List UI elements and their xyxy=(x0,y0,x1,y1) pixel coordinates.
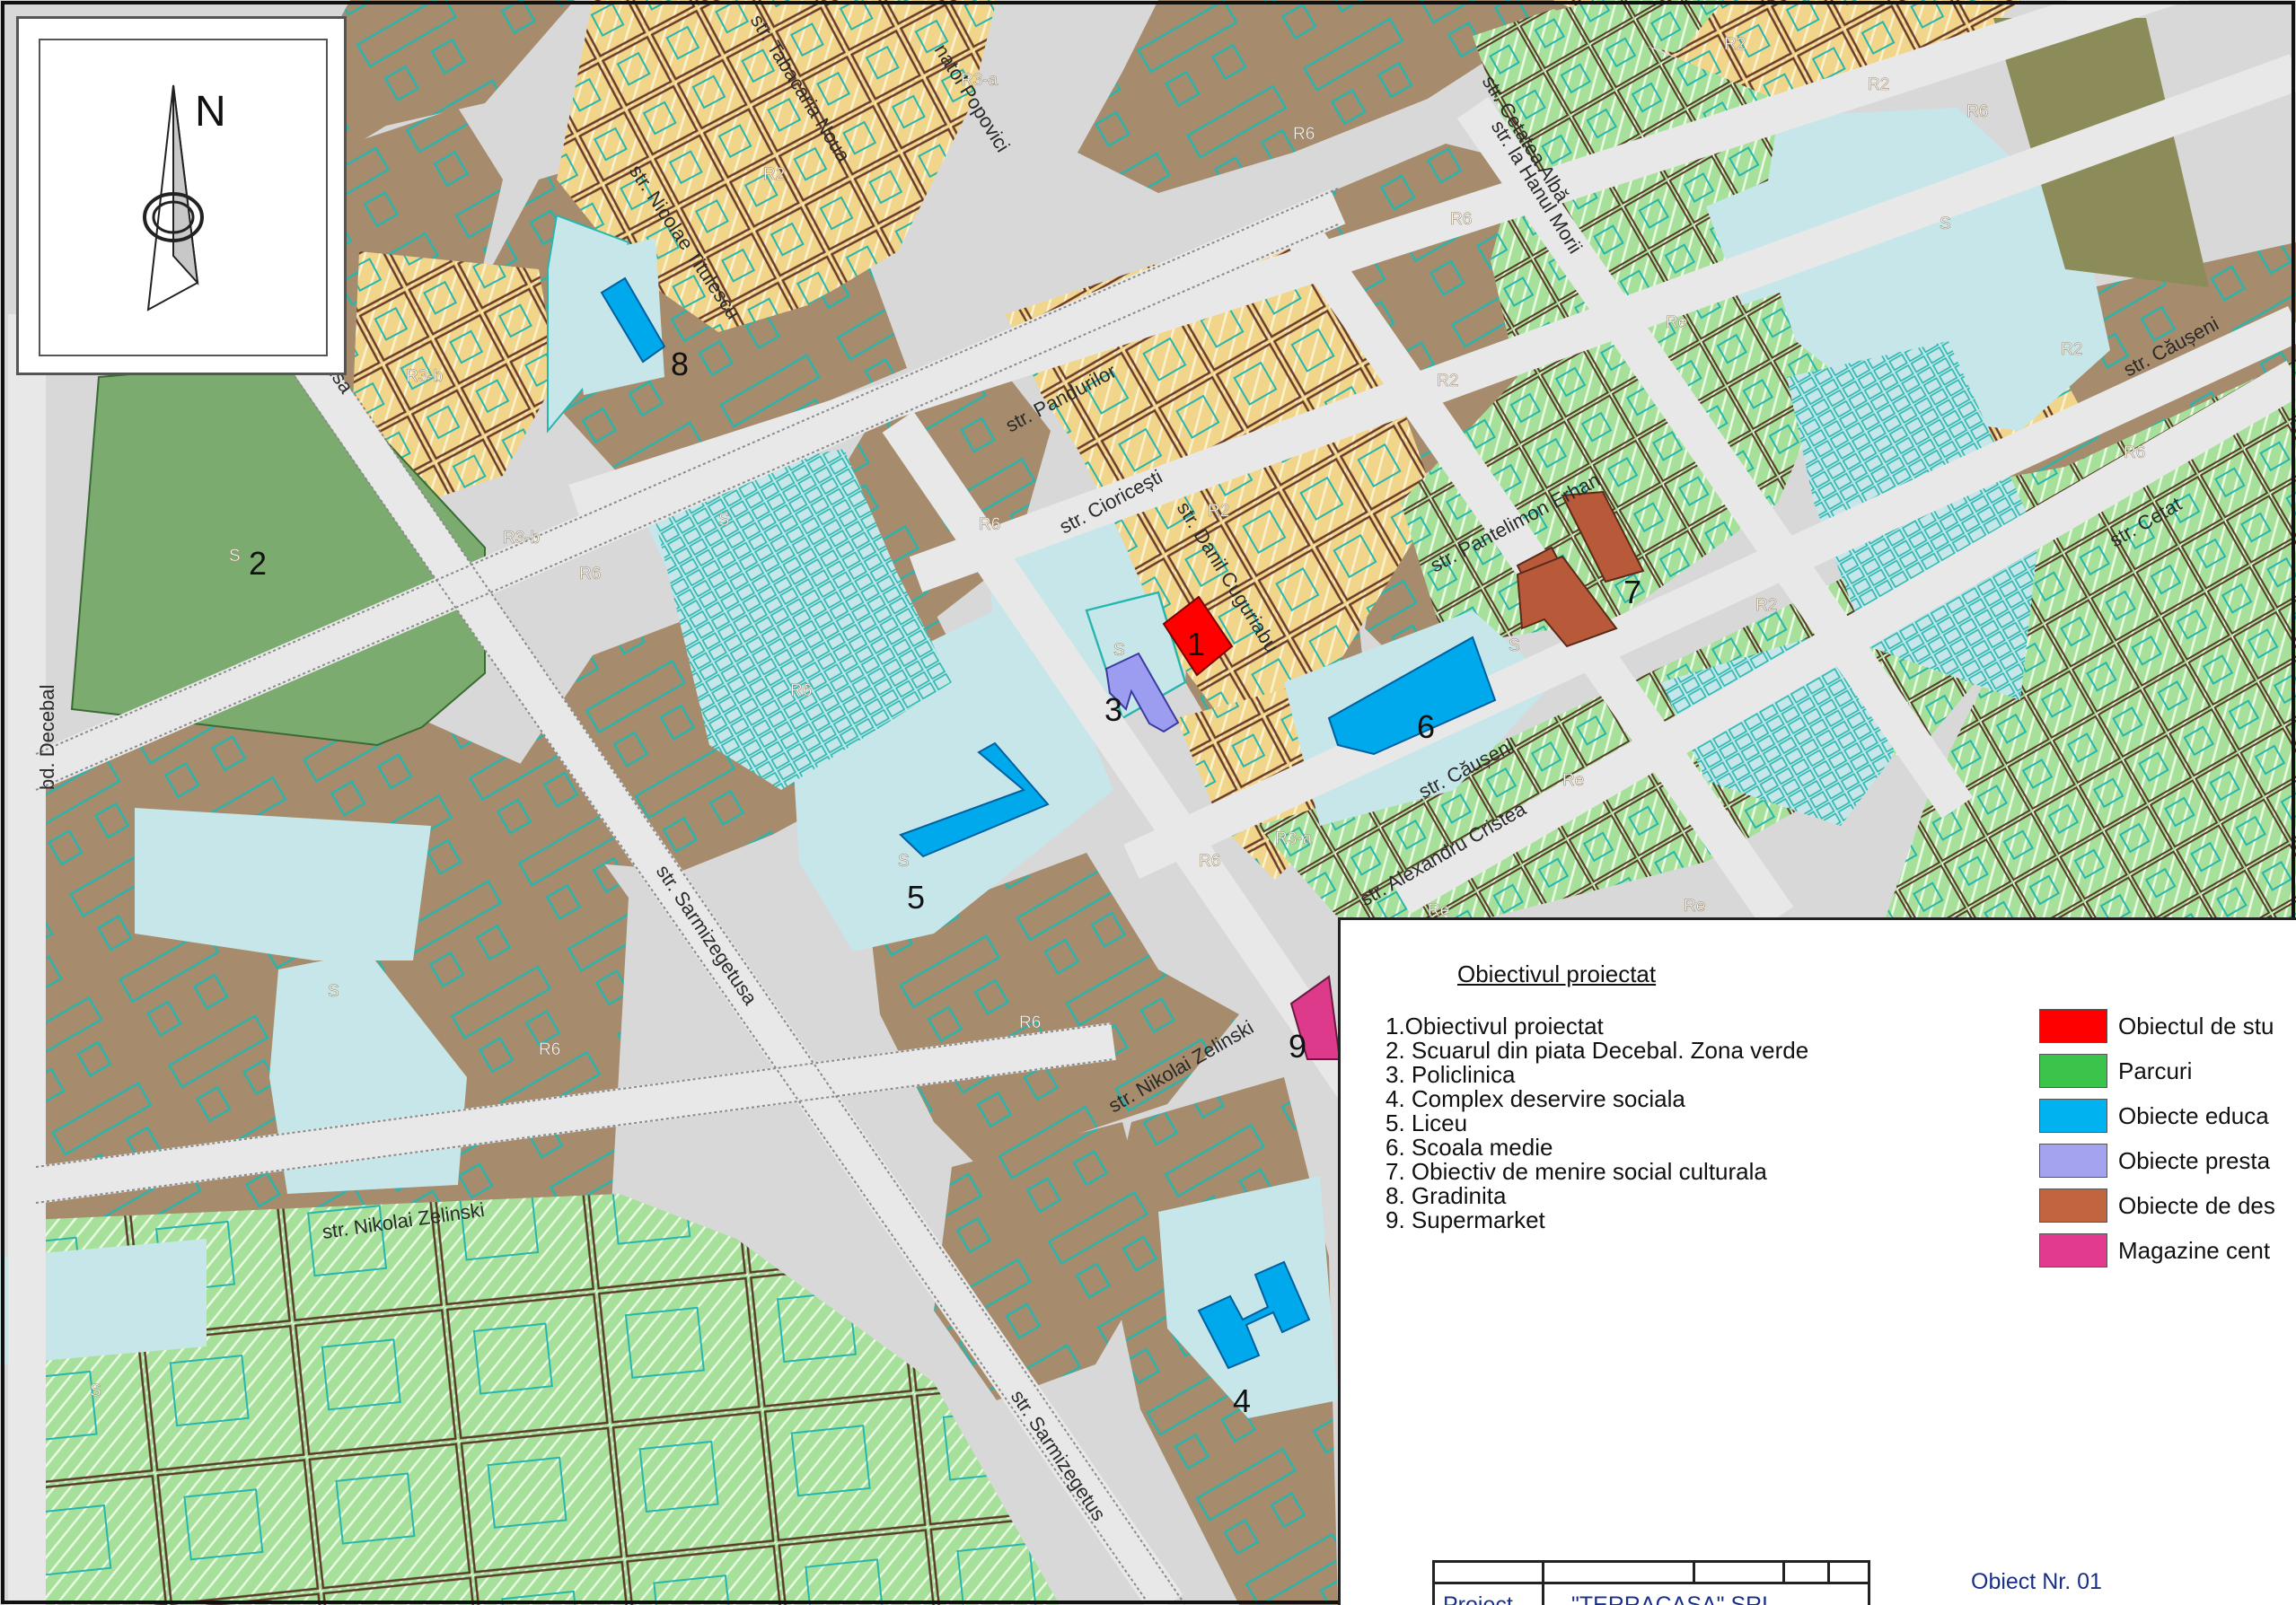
object-markers: 1 2 3 4 5 6 7 8 9 xyxy=(249,346,1641,1419)
title-block-object: Obiect Nr. 01 xyxy=(1971,1569,2102,1594)
zone-labels: R2 R3-a R3-b R3-b R6 R6 R6 R6 R6 R6 R6 R… xyxy=(90,35,2146,1401)
title-block-project: Proiect xyxy=(1443,1592,1513,1605)
svg-text:Re: Re xyxy=(1684,897,1705,916)
north-label: N xyxy=(195,88,226,136)
title-block-company: "TERRACASA" SRL xyxy=(1571,1592,1775,1605)
svg-text:Re: Re xyxy=(1666,313,1687,332)
legend-list-item: 1.Obiectivul proiectat xyxy=(1386,1013,1604,1039)
svg-text:R6: R6 xyxy=(579,565,601,583)
svg-text:R2: R2 xyxy=(1724,35,1746,54)
svg-text:R2: R2 xyxy=(1755,596,1777,615)
legend-list-item: 4. Complex deservire sociala xyxy=(1386,1085,1685,1112)
svg-text:S: S xyxy=(718,511,730,530)
legend-list-item: 5. Liceu xyxy=(1386,1109,1468,1136)
svg-text:R6: R6 xyxy=(790,681,812,700)
svg-text:S: S xyxy=(229,547,241,566)
legend-key: Obiecte educa xyxy=(2039,1093,2275,1138)
street-label: bd. Decebal xyxy=(36,685,58,790)
svg-text:S: S xyxy=(1509,636,1520,655)
object-4-social-complex[interactable] xyxy=(1197,1260,1311,1370)
svg-text:R3-b: R3-b xyxy=(503,529,540,548)
marker-1: 1 xyxy=(1187,626,1205,662)
svg-text:S: S xyxy=(90,1381,101,1400)
object-7-social-cultural[interactable] xyxy=(1516,490,1645,648)
legend-list-item: 3. Policlinica xyxy=(1386,1061,1516,1088)
marker-6: 6 xyxy=(1417,708,1435,745)
svg-text:R3-a: R3-a xyxy=(1275,829,1313,848)
legend-list-item: 8. Gradinita xyxy=(1386,1182,1507,1209)
legend-key: Obiecte presta xyxy=(2039,1138,2275,1183)
legend-list-item: 6. Scoala medie xyxy=(1386,1134,1553,1161)
main-streets xyxy=(8,0,2296,1605)
object-1-project[interactable] xyxy=(1162,595,1234,677)
svg-text:R6: R6 xyxy=(1293,125,1315,144)
svg-text:Re: Re xyxy=(1428,901,1449,920)
marker-2: 2 xyxy=(249,545,267,582)
legend-color-keys: Obiectul de stu Parcuri Obiecte educa Ob… xyxy=(2039,1004,2275,1273)
legend-list-item: 2. Scuarul din piata Decebal. Zona verde xyxy=(1386,1037,1809,1064)
svg-text:R2: R2 xyxy=(1868,75,1889,94)
svg-text:R6: R6 xyxy=(979,515,1000,534)
svg-text:R6: R6 xyxy=(1199,852,1220,871)
legend-list-item: 7. Obiectiv de menire social culturala xyxy=(1386,1158,1767,1185)
legend-swatch xyxy=(2039,1009,2107,1043)
svg-text:R2: R2 xyxy=(1208,502,1229,521)
svg-text:R6: R6 xyxy=(539,1040,560,1059)
svg-text:S: S xyxy=(1113,641,1125,660)
svg-text:R6: R6 xyxy=(1966,102,1988,121)
svg-text:S: S xyxy=(1940,215,1951,233)
street-edges xyxy=(35,188,1339,1605)
legend-list-item: 9. Supermarket xyxy=(1386,1206,1545,1233)
marker-7: 7 xyxy=(1623,574,1641,610)
svg-text:R2: R2 xyxy=(1437,372,1458,390)
legend-key: Obiectul de stu xyxy=(2039,1004,2275,1048)
svg-text:S: S xyxy=(898,852,910,871)
title-block: Proiect "TERRACASA" SRL Obiect Nr. 01 xyxy=(1432,1560,2296,1605)
legend-swatch xyxy=(2039,1099,2107,1133)
marker-9: 9 xyxy=(1289,1028,1306,1065)
svg-text:S: S xyxy=(328,982,339,1001)
legend-key: Obiecte de des xyxy=(2039,1183,2275,1228)
marker-8: 8 xyxy=(671,346,689,382)
svg-text:R6: R6 xyxy=(1450,210,1472,229)
legend-object-list: 1.Obiectivul proiectat 2. Scuarul din pi… xyxy=(1386,1014,1808,1232)
north-arrow-icon: N xyxy=(143,84,226,311)
north-arrow-panel: N xyxy=(16,16,347,375)
marker-4: 4 xyxy=(1233,1382,1251,1419)
legend-swatch xyxy=(2039,1233,2107,1267)
marker-3: 3 xyxy=(1104,691,1122,728)
svg-text:R2: R2 xyxy=(763,165,785,184)
north-arrow-frame: N xyxy=(39,39,328,356)
legend-key: Parcuri xyxy=(2039,1048,2275,1093)
marker-5: 5 xyxy=(907,879,925,916)
svg-text:R3-a: R3-a xyxy=(961,71,998,90)
svg-text:Re: Re xyxy=(1562,771,1584,790)
svg-text:R2: R2 xyxy=(2061,340,2082,359)
svg-text:R6: R6 xyxy=(2124,443,2145,462)
legend-swatch xyxy=(2039,1188,2107,1223)
legend-panel: Obiectivul proiectat 1.Obiectivul proiec… xyxy=(1338,917,2296,1605)
object-5-liceu[interactable] xyxy=(899,741,1050,858)
object-8-kindergarten[interactable] xyxy=(600,276,666,364)
svg-text:R6: R6 xyxy=(1019,1013,1041,1032)
object-3-policlinic[interactable] xyxy=(1104,652,1180,733)
legend-swatch xyxy=(2039,1144,2107,1178)
legend-swatch xyxy=(2039,1054,2107,1088)
legend-title: Obiectivul proiectat xyxy=(1457,960,1657,987)
legend-key: Magazine cent xyxy=(2039,1228,2275,1273)
object-6-school[interactable] xyxy=(1327,636,1497,756)
svg-text:R3-b: R3-b xyxy=(406,367,443,386)
